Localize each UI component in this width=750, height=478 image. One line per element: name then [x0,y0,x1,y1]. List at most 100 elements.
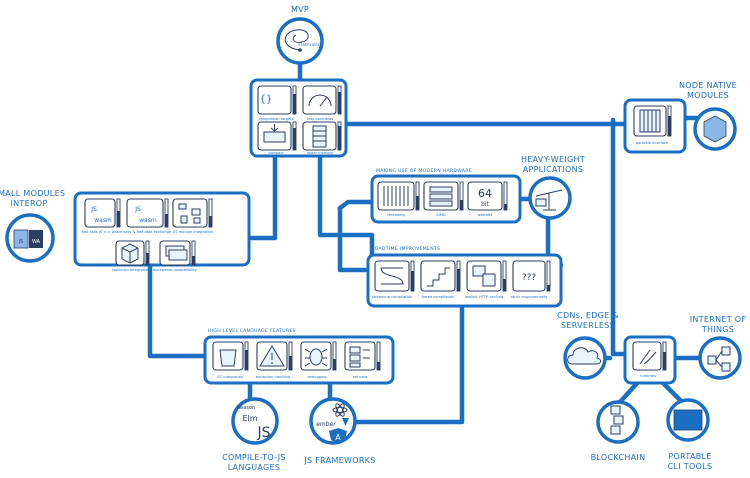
memory-stack-icon [312,125,327,148]
lt-label-other: other improvements [511,295,548,299]
modern-hardware-heading: MAKING USE OF MODERN HARDWARE [376,168,472,174]
bit-glyph: bit [481,201,489,208]
wa-puzzle-label: WA [32,239,41,245]
sm-item-data-exchange: JS wasm easy & fast data exchange [123,198,172,234]
chain-blocks-icon [610,405,624,435]
hl-item-gc: GC integration [212,341,249,379]
mvp-item-fast-execution: fast execution [302,85,342,121]
start-here-label: START HERE [298,43,321,47]
small-modules-box: JS wasm fast calls JS <-> wasm JS wasm e… [73,191,251,267]
scale-icon [535,189,563,211]
stairs-icon [427,267,450,287]
cache-icon [472,265,496,287]
modern-hardware-box: threading SIMD 64 bit wasm64 [370,174,522,224]
sm-item-toolchain [115,240,150,266]
question-marks-icon: ??? [522,273,537,283]
lt-item-caching: implicit HTTP caching [465,260,507,299]
compile-to-js-node: Reason Elm JS COMPILE-TO-JS LANGUAGES [222,397,286,472]
trash-can-icon [219,349,237,367]
js-frameworks-title: JS FRAMEWORKS [303,456,375,465]
threads-icon [383,186,409,206]
sm-label-es-module: ES module integration [173,230,213,234]
compress-icon [263,124,286,143]
js-logo-text: JS [256,425,270,441]
node-native-box: portable interface [623,98,687,154]
node-item-portable-interface: portable interface [633,105,672,145]
vue-logo-icon [342,418,349,426]
hw-item-threading: threading [377,181,420,217]
js-label-b: JS [134,206,141,213]
mvp-item-linear-memory: linear memory [302,121,342,155]
js-label-a: JS [90,206,97,213]
mvp-label-compilation-targets: compilation targets [259,117,294,121]
heavy-weight-title-line1: HEAVY-WEIGHT [521,155,585,164]
elm-logo-text: Elm [242,414,257,423]
node-native-node: NODE NATIVE MODULES [679,81,737,151]
js-frameworks-node: ember A JS FRAMEWORKS [303,397,375,465]
angular-shield-icon [329,428,347,444]
heavy-weight-circle [528,176,572,220]
iot-title-line2: THINGS [701,325,734,334]
iot-circle [698,336,742,380]
hl-label-debugging: debugging [307,375,326,379]
stack-frames-icon [349,346,370,368]
hl-label-exception: exception handling [256,375,290,379]
angular-logo-text: A [335,433,341,442]
lt-label-tiered: tiered compilation [422,295,455,299]
stream-icon [380,267,404,285]
lt-item-tiered: tiered compilation [420,260,461,299]
braces-icon: {} [260,94,273,105]
hw-label-threading: threading [387,213,404,217]
cloud-icon [567,347,602,365]
heavy-weight-title-line2: APPLICATIONS [523,165,584,174]
node-native-title-line2: MODULES [687,91,729,100]
runtime-item-runtimes: runtimes [632,341,667,378]
mvp-start-circle [276,17,324,65]
hw-item-simd: SIMD [423,181,464,217]
hw-item-wasm64: 64 bit wasm64 [467,181,508,217]
mvp-label-fast-execution: fast execution [307,117,332,121]
node-label-portable-interface: portable interface [636,141,669,145]
blockchain-title: BLOCKCHAIN [591,453,646,462]
react-atom-icon [332,403,348,417]
hexagon-icon [703,115,727,143]
blockchain-node: BLOCKCHAIN [591,400,646,462]
mvp-box: {} compilation targets fast execution co… [249,78,348,158]
cdns-title-line1: CDNs, EDGE & [557,311,619,320]
reason-logo-text: Reason [237,405,255,411]
mvp-item-compact: compact [257,121,297,155]
heavy-weight-node: HEAVY-WEIGHT APPLICATIONS [521,155,585,220]
lt-label-caching: implicit HTTP caching [465,295,504,299]
mvp-title: MVP [291,5,309,14]
hl-item-tail-calls: tail calls [344,341,381,379]
mvp-item-compilation-targets: {} compilation targets [257,85,297,121]
terminal-window-icon [673,409,703,431]
mvp-label-compact: compact [268,151,284,155]
connectors [147,62,703,425]
small-modules-title-line2: INTEROP [10,199,47,208]
mvp-node: MVP START HERE [276,5,324,65]
sm-item-backwards [159,240,196,266]
compile-to-js-circle [231,397,279,445]
mvp-label-linear-memory: linear memory [307,151,334,155]
hl-item-exception: exception handling [256,341,293,379]
portable-cli-node: PORTABLE CLI TOOLS [666,398,712,471]
lt-label-streaming: streaming compilation [372,295,412,299]
box-package-icon [121,243,139,264]
hw-label-simd: SIMD [436,213,445,217]
compile-to-js-title-line1: COMPILE-TO-JS [222,453,286,462]
compile-to-js-title-line2: LANGUAGES [228,463,281,472]
small-modules-title-line1: SMALL MODULES [0,189,65,198]
cdns-title-line2: SERVERLESS [561,321,615,330]
sm-label-backwards: backwards compatibility [153,268,198,272]
hl-item-debugging: debugging [300,341,337,379]
portable-cli-title-line1: PORTABLE [668,452,711,461]
node-native-title-line1: NODE NATIVE [679,81,737,90]
puzzle-pieces-icon: JS WA [13,229,43,249]
iot-title-line1: INTERNET OF [690,315,747,324]
wasm-label-b: wasm [139,217,157,224]
ember-logo-text: ember [316,421,336,428]
warning-sign-icon [259,345,285,367]
hand-pointer-icon [639,349,657,365]
